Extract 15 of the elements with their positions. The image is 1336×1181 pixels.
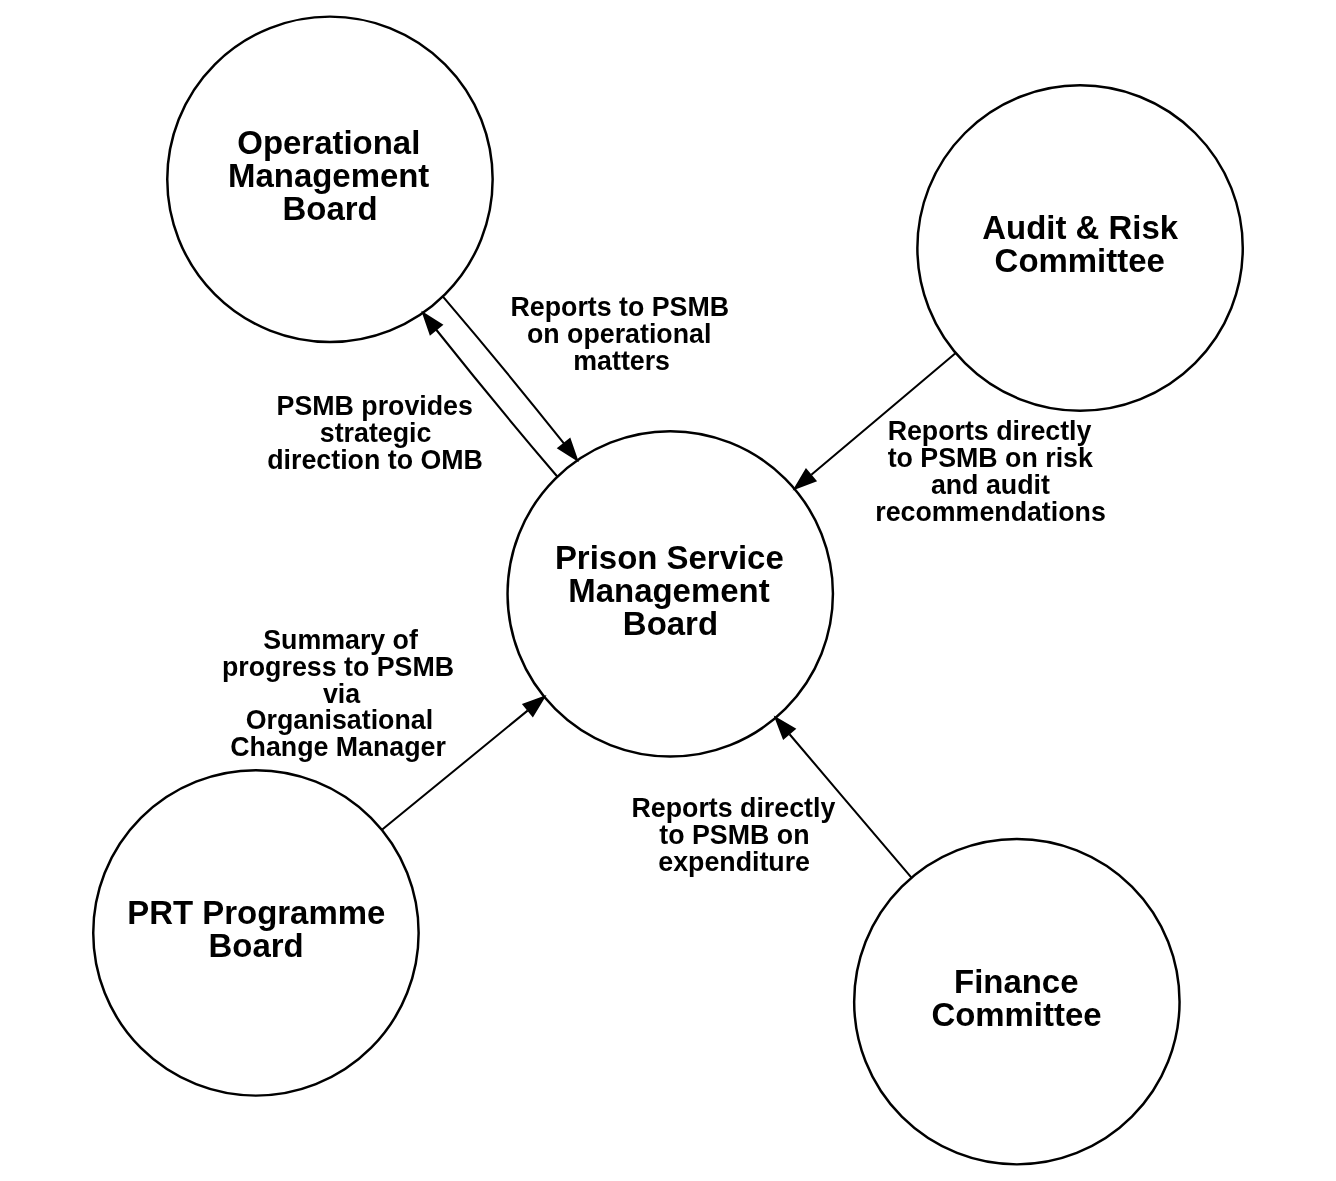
node-circle: Finance Committee xyxy=(852,837,1181,1166)
node-circle: PRT Programme Board xyxy=(92,769,420,1097)
edge-label: Reports directly to PSMB on expenditure xyxy=(631,793,836,877)
node-circle: Audit & Risk Committee xyxy=(916,84,1244,412)
arrow xyxy=(421,310,559,478)
arrow xyxy=(381,695,547,831)
edge-label: Summary of progress to PSMB via Organisational Change Manager xyxy=(222,624,455,763)
arrow xyxy=(442,296,579,463)
edge-label: Reports to PSMB on operational matters xyxy=(510,292,730,376)
edge-label: Reports directly to PSMB on risk and audit recommendations xyxy=(875,416,1106,527)
arrow xyxy=(792,352,957,491)
edge-label: PSMB provides strategic direction to OMB xyxy=(267,391,483,475)
arrow xyxy=(773,715,913,879)
node-circle: Operational Management Board xyxy=(166,15,494,344)
node-circle: Prison Service Management Board xyxy=(506,429,835,758)
